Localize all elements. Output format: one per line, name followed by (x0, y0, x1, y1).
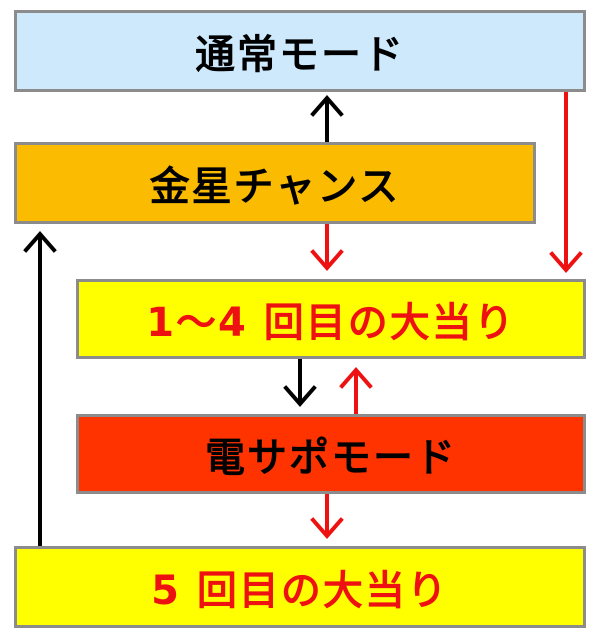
densapo-mode-box: 電サポモード (76, 414, 586, 494)
arrow-venus-to-normal (310, 94, 344, 142)
arrow-hit5-to-venus (23, 230, 57, 546)
arrow-hit14-to-densapo (283, 359, 317, 408)
hit-5-box: 5 回目の大当り (14, 546, 586, 628)
hit-1-4-box: 1～4 回目の大当り (76, 279, 586, 359)
hit-5-label: 5 回目の大当り (151, 568, 449, 614)
normal-mode-box: 通常モード (14, 10, 586, 92)
venus-chance-label: 金星チャンス (149, 164, 401, 210)
arrow-normal-to-hit14 (549, 92, 583, 274)
arrow-densapo-to-hit5 (310, 494, 344, 540)
arrow-venus-to-hit14 (310, 224, 344, 272)
densapo-mode-label: 電サポモード (205, 435, 457, 481)
venus-chance-box: 金星チャンス (14, 142, 536, 224)
normal-mode-label: 通常モード (195, 32, 405, 78)
arrow-densapo-to-hit14 (339, 366, 373, 414)
hit-1-4-label: 1～4 回目の大当り (146, 300, 516, 346)
